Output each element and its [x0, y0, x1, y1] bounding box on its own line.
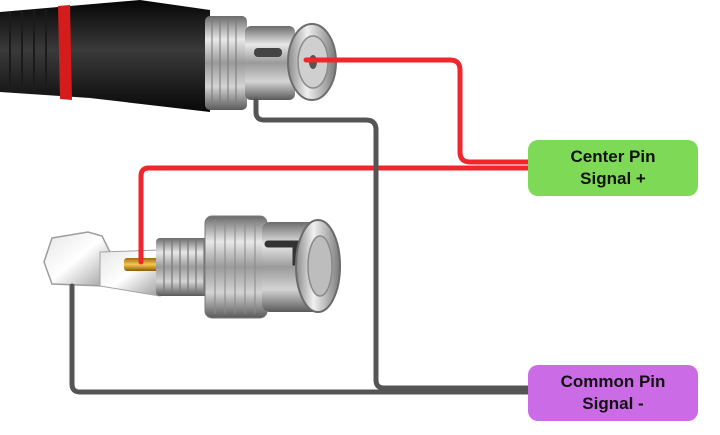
- common-pin-wire-bottom: [69, 283, 531, 395]
- common-pin-wire-top: [253, 97, 531, 391]
- center-pin-wire-bottom: [138, 165, 531, 265]
- bnc-threads: [163, 240, 205, 294]
- center-pin-wire-top: [303, 57, 531, 165]
- bnc-body: [245, 26, 295, 100]
- common-pin-label: Common Pin Signal -: [528, 365, 698, 421]
- bnc-threaded-body: [156, 238, 212, 296]
- signal-wires: [69, 57, 531, 395]
- center-pin-label-line1: Center Pin: [570, 147, 656, 166]
- bnc-hex-nut: [204, 215, 268, 319]
- bnc-lower-face-inner: [307, 235, 333, 297]
- center-pin-label: Center Pin Signal +: [528, 140, 698, 196]
- bnc-knurl: [211, 20, 237, 106]
- bnc-crimp-sleeve: [205, 16, 247, 110]
- bnc-bayonet-slot: [254, 48, 282, 57]
- solder-lug-shaft: [99, 249, 161, 297]
- bottom-bnc-connector: [43, 215, 341, 319]
- cable-jacket: [0, 0, 210, 112]
- center-pin-label-line2: Signal +: [580, 169, 646, 188]
- cable-ridges: [9, 9, 47, 95]
- top-bnc-cable: [0, 0, 337, 112]
- gold-center-pin: [124, 258, 164, 271]
- bnc-hex-knurl: [214, 220, 256, 314]
- common-pin-label-line2: Signal -: [582, 394, 644, 413]
- red-band: [58, 5, 72, 100]
- common-pin-label-line1: Common Pin: [560, 372, 666, 391]
